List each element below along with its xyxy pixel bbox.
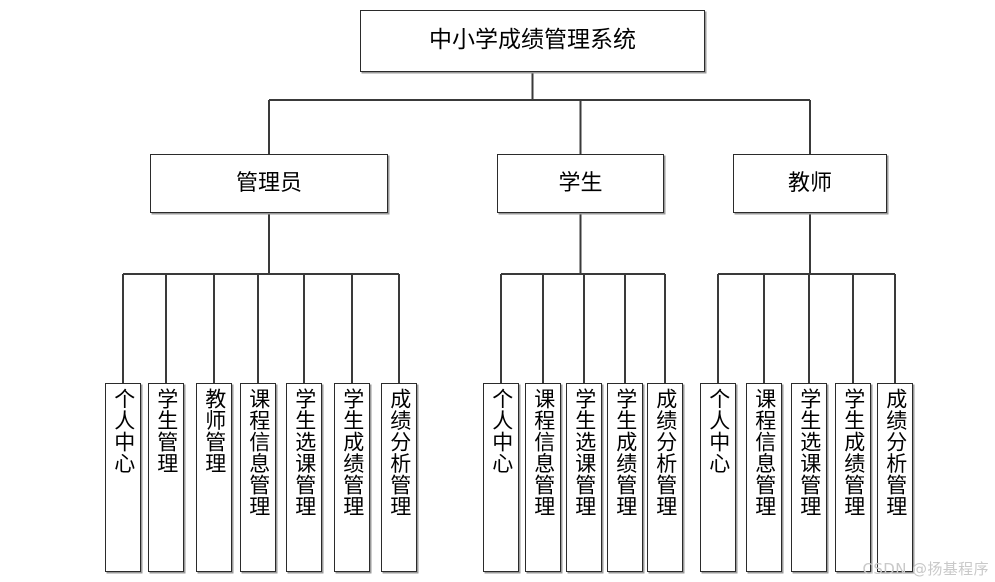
node-role-0[interactable]: 管理员 — [150, 154, 388, 213]
node-leaf-2-3-label: 学生成绩管理 — [841, 388, 866, 517]
node-role-0-label: 管理员 — [235, 170, 302, 196]
watermark-label: CSDN @扬基程序 — [862, 560, 989, 578]
node-leaf-1-3-label: 学生成绩管理 — [613, 388, 638, 517]
node-leaf-0-0-label: 个人中心 — [111, 388, 136, 474]
node-leaf-0-2[interactable]: 教师管理 — [196, 383, 232, 572]
node-leaf-2-0[interactable]: 个人中心 — [700, 383, 736, 572]
node-leaf-0-6[interactable]: 成绩分析管理 — [381, 383, 417, 572]
node-leaf-2-2[interactable]: 学生选课管理 — [791, 383, 827, 572]
node-leaf-2-2-label: 学生选课管理 — [797, 388, 822, 517]
node-leaf-1-4-label: 成绩分析管理 — [653, 388, 678, 517]
node-leaf-2-1[interactable]: 课程信息管理 — [746, 383, 782, 572]
node-leaf-1-2-label: 学生选课管理 — [572, 388, 597, 517]
node-leaf-0-6-label: 成绩分析管理 — [387, 388, 412, 517]
node-leaf-2-4[interactable]: 成绩分析管理 — [877, 383, 913, 572]
node-leaf-1-0[interactable]: 个人中心 — [483, 383, 519, 572]
node-leaf-0-2-label: 教师管理 — [202, 388, 227, 474]
node-leaf-0-4-label: 学生选课管理 — [292, 388, 317, 517]
node-leaf-1-3[interactable]: 学生成绩管理 — [607, 383, 643, 572]
node-leaf-0-5-label: 学生成绩管理 — [340, 388, 365, 517]
node-root-system-label: 中小学成绩管理系统 — [429, 27, 636, 54]
node-role-1[interactable]: 学生 — [497, 154, 664, 213]
node-leaf-2-1-label: 课程信息管理 — [752, 388, 777, 517]
node-role-1-label: 学生 — [558, 170, 603, 196]
node-leaf-0-4[interactable]: 学生选课管理 — [286, 383, 322, 572]
node-leaf-2-4-label: 成绩分析管理 — [883, 388, 908, 517]
node-leaf-1-0-label: 个人中心 — [489, 388, 514, 474]
node-role-2[interactable]: 教师 — [733, 154, 887, 213]
node-leaf-1-1[interactable]: 课程信息管理 — [525, 383, 561, 572]
node-leaf-0-3[interactable]: 课程信息管理 — [240, 383, 276, 572]
node-role-2-label: 教师 — [787, 170, 832, 196]
node-leaf-0-5[interactable]: 学生成绩管理 — [334, 383, 370, 572]
node-leaf-1-2[interactable]: 学生选课管理 — [566, 383, 602, 572]
node-leaf-0-1-label: 学生管理 — [154, 388, 179, 474]
node-root-system[interactable]: 中小学成绩管理系统 — [360, 10, 705, 72]
node-leaf-0-1[interactable]: 学生管理 — [148, 383, 184, 572]
node-leaf-1-4[interactable]: 成绩分析管理 — [647, 383, 683, 572]
node-leaf-2-0-label: 个人中心 — [706, 388, 731, 474]
node-leaf-2-3[interactable]: 学生成绩管理 — [835, 383, 871, 572]
node-leaf-0-3-label: 课程信息管理 — [246, 388, 271, 517]
node-leaf-0-0[interactable]: 个人中心 — [105, 383, 141, 572]
node-leaf-1-1-label: 课程信息管理 — [531, 388, 556, 517]
